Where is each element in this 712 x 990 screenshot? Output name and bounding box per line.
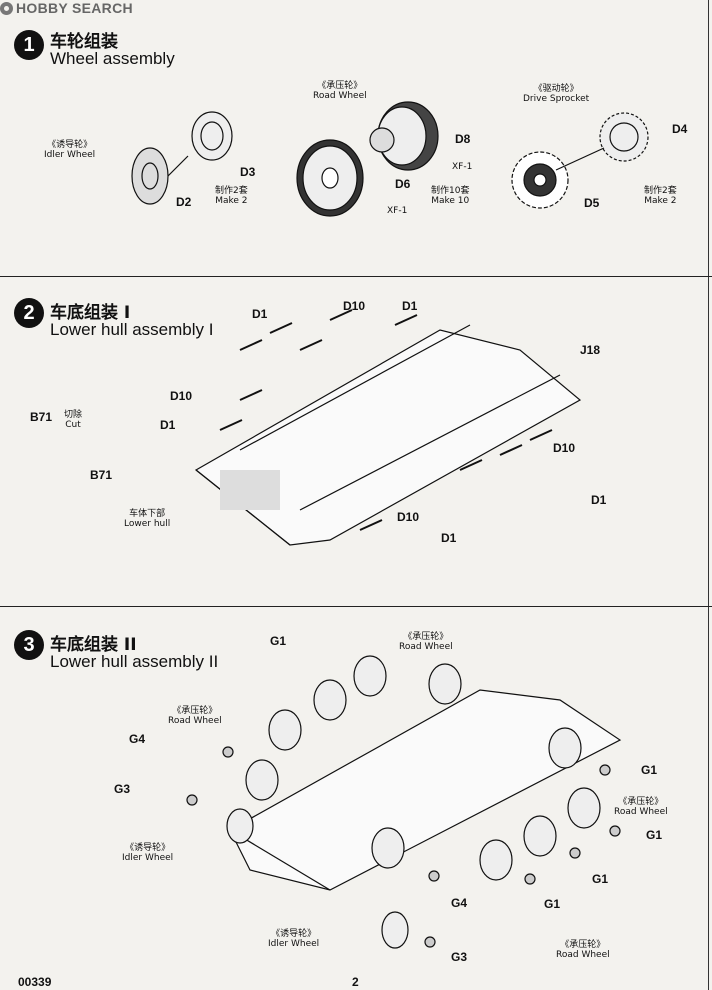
part-d1-a: D1 [252, 307, 268, 321]
paint-xf1-a: XF-1 [452, 162, 473, 172]
part-d10-c: D10 [553, 441, 576, 455]
step-2-title-en: Lower hull assembly I [50, 320, 214, 339]
sprocket-cn: 《驱动轮》 [533, 84, 579, 94]
step-1-title-cn: 车轮组装 [50, 32, 118, 52]
step-3-title-en: Lower hull assembly II [50, 652, 219, 671]
make10-en: Make 10 [431, 196, 470, 206]
part-g3-a: G3 [114, 782, 131, 796]
road1-en: Road Wheel [399, 642, 453, 652]
part-j18: J18 [580, 343, 601, 357]
logo-text: HOBBY SEARCH [16, 0, 133, 16]
road3-en: Road Wheel [614, 807, 668, 817]
part-d1-c: D1 [160, 418, 176, 432]
part-d1-e: D1 [441, 531, 457, 545]
catalog-code: 00339 [18, 975, 52, 989]
part-d8: D8 [455, 132, 471, 146]
section-divider [0, 276, 712, 277]
part-d10-b: D10 [170, 389, 193, 403]
sprocket-label: 《驱动轮》Drive Sprocket [523, 84, 589, 104]
part-g1-a: G1 [270, 634, 287, 648]
drive-sprocket-drawing [511, 112, 649, 209]
page-number: 2 [352, 975, 359, 989]
idler-2-label: 《诱导轮》Idler Wheel [268, 929, 319, 949]
part-g4-a: G4 [129, 732, 146, 746]
lower-hull-2-drawing [186, 655, 622, 949]
road-wheel-3-label: 《承压轮》Road Wheel [614, 797, 668, 817]
part-d3: D3 [240, 165, 256, 179]
step-1-title-en: Wheel assembly [50, 49, 175, 68]
part-g4-b: G4 [451, 896, 468, 910]
step-3-number: 3 [14, 630, 44, 660]
section-divider [0, 606, 712, 607]
site-logo: HOBBY SEARCH [0, 0, 712, 16]
part-d4: D4 [672, 122, 688, 136]
road1-cn: 《承压轮》 [403, 632, 449, 642]
step-1-number: 1 [14, 30, 44, 60]
part-d1-b: D1 [402, 299, 418, 313]
part-d1-d: D1 [591, 493, 607, 507]
paint-xf1-b: XF-1 [387, 206, 408, 216]
road-cn: 《承压轮》 [317, 81, 363, 91]
make2b-cn: 制作2套 [644, 186, 677, 196]
road-wheel-drawing [296, 101, 439, 217]
make2a-cn: 制作2套 [215, 186, 248, 196]
road4-en: Road Wheel [556, 950, 610, 960]
idler-en: Idler Wheel [44, 150, 96, 160]
idler1-cn: 《诱导轮》 [125, 843, 171, 853]
idler-label: 《诱导轮》Idler Wheel [44, 140, 95, 160]
part-d10-d: D10 [397, 510, 420, 524]
lower-hull-1-drawing [194, 309, 582, 546]
part-d2: D2 [176, 195, 192, 209]
lower-cn: 车体下部 [129, 509, 166, 519]
part-d10-a: D10 [343, 299, 366, 313]
make2b-en: Make 2 [644, 196, 677, 206]
road2-cn: 《承压轮》 [172, 706, 218, 716]
road3-cn: 《承压轮》 [618, 797, 664, 807]
idler-cn: 《诱导轮》 [47, 140, 93, 150]
step-2-number: 2 [14, 298, 44, 328]
part-g1-c: G1 [646, 828, 663, 842]
make2a-en: Make 2 [215, 196, 248, 206]
idler2-en: Idler Wheel [268, 939, 320, 949]
road4-cn: 《承压轮》 [560, 940, 606, 950]
road-wheel-4-label: 《承压轮》Road Wheel [556, 940, 610, 960]
part-g1-e: G1 [544, 897, 561, 911]
idler2-cn: 《诱导轮》 [271, 929, 317, 939]
part-d6: D6 [395, 177, 411, 191]
road2-en: Road Wheel [168, 716, 222, 726]
road-en: Road Wheel [313, 91, 367, 101]
lower-en: Lower hull [124, 519, 171, 529]
part-g1-b: G1 [641, 763, 658, 777]
idler1-en: Idler Wheel [122, 853, 174, 863]
part-d5: D5 [584, 196, 600, 210]
cut-en: Cut [65, 420, 81, 430]
step-3-title-cn: 车底组装 II [50, 635, 137, 655]
idler-1-label: 《诱导轮》Idler Wheel [122, 843, 173, 863]
road-wheel-2-label: 《承压轮》Road Wheel [168, 706, 222, 726]
part-g1-d: G1 [592, 872, 609, 886]
logo-icon [0, 1, 13, 15]
page-edge [708, 0, 709, 990]
part-g3-b: G3 [451, 950, 468, 964]
idler-wheel-drawing [131, 111, 233, 205]
sprocket-en: Drive Sprocket [523, 94, 590, 104]
step-2-title-cn: 车底组装 I [50, 303, 131, 323]
part-b71-b: B71 [90, 468, 113, 482]
part-b71-a: B71 [30, 410, 53, 424]
road-wheel-label: 《承压轮》Road Wheel [313, 81, 367, 101]
cut-cn: 切除 [64, 410, 83, 420]
make10-cn: 制作10套 [431, 186, 470, 196]
road-wheel-1-label: 《承压轮》Road Wheel [399, 632, 453, 652]
